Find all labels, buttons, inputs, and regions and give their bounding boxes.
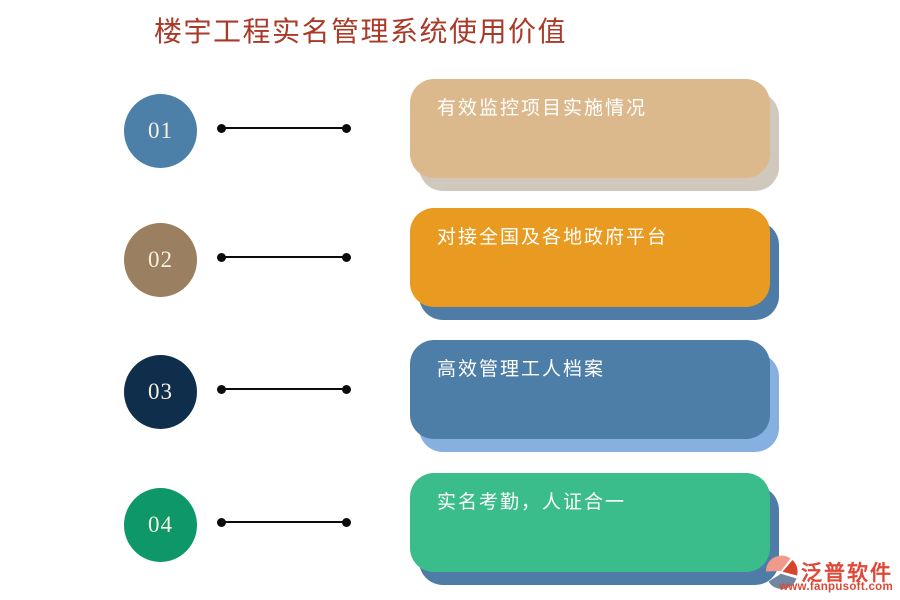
connector-line [217, 517, 351, 527]
brand-url: www.fanpusoft.com [779, 581, 893, 593]
step-number: 01 [148, 118, 173, 143]
step-number: 04 [148, 512, 173, 537]
step-circle: 03 [124, 355, 197, 429]
connector-dot-start [217, 252, 226, 262]
value-card: 高效管理工人档案 [410, 340, 770, 439]
brand-watermark: 泛普软件 www.fanpusoft.com [763, 554, 893, 593]
brand-name: 泛普软件 [801, 562, 893, 585]
step-circle: 01 [124, 94, 197, 168]
card-label: 高效管理工人档案 [437, 359, 606, 380]
brand-row: 泛普软件 [763, 554, 893, 590]
value-card: 有效监控项目实施情况 [410, 79, 770, 178]
step-number: 02 [148, 247, 173, 272]
connector-dot-start [217, 517, 226, 527]
connector-dot-start [217, 384, 226, 394]
connector-line [217, 384, 351, 394]
connector-line [217, 123, 351, 133]
card-label: 有效监控项目实施情况 [437, 98, 648, 119]
value-card: 实名考勤，人证合一 [410, 473, 770, 572]
step-circle: 02 [124, 223, 197, 297]
brand-logo-icon [763, 554, 800, 590]
connector-dot-end [342, 384, 351, 394]
connector-dot-end [342, 252, 351, 262]
connector-dot-end [342, 517, 351, 527]
value-card: 对接全国及各地政府平台 [410, 208, 770, 307]
card-label: 对接全国及各地政府平台 [437, 227, 669, 248]
page-title: 楼宇工程实名管理系统使用价值 [154, 17, 568, 48]
step-circle: 04 [124, 488, 197, 562]
connector-line [217, 252, 351, 262]
connector-dot-start [217, 123, 226, 133]
connector-dot-end [342, 123, 351, 133]
step-number: 03 [148, 379, 173, 404]
card-label: 实名考勤，人证合一 [437, 492, 627, 513]
